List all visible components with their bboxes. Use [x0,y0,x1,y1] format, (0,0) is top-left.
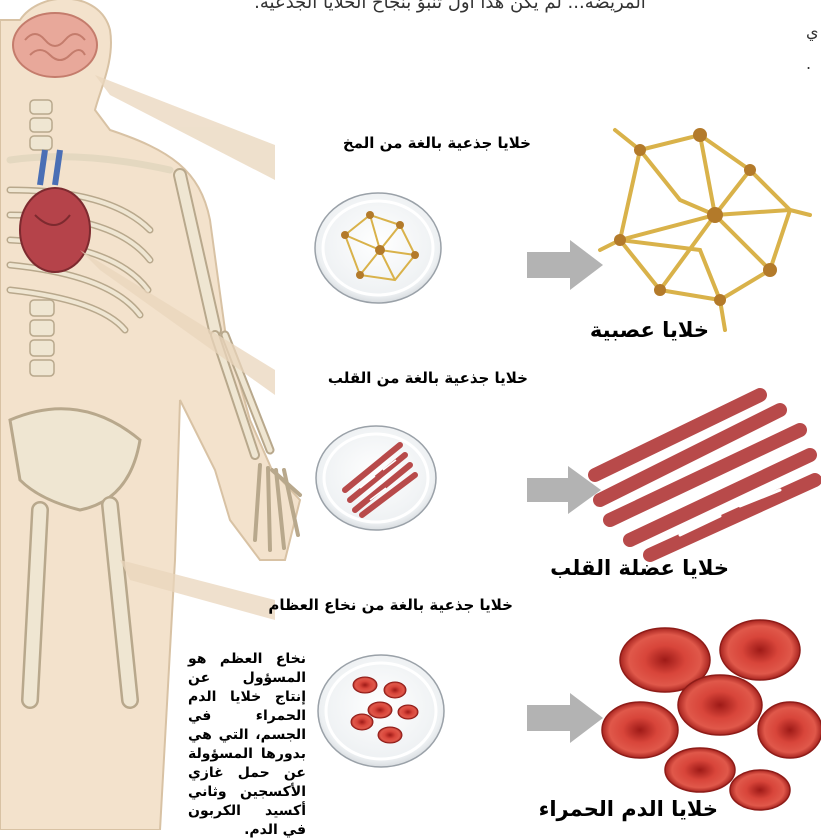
petri-dish-heart [316,426,436,530]
petri-dish-bone-marrow [318,655,444,767]
result-label-red-blood-cells: خلايا الدم الحمراء [539,797,718,821]
neuron-network [600,128,810,330]
heart-muscle-fibres [595,395,815,555]
process-arrows [527,240,603,743]
edge-text-top: ي [806,22,819,41]
arrow-icon [527,693,603,743]
source-label-bone-marrow: خلايا جذعية بالغة من نخاع العظام [268,596,513,614]
red-blood-cells [602,620,821,810]
result-label-heart-muscle: خلايا عضلة القلب [550,556,729,580]
arrow-icon [527,240,603,290]
bone-marrow-description: نخاع العظم هو المسؤول عن إنتاج خلايا الد… [188,650,306,840]
petri-dish-brain [315,193,441,303]
top-caption: المريضة... لم يكن هذا أول تنبؤ بنجاح الخ… [150,0,750,13]
source-label-heart: خلايا جذعية بالغة من القلب [328,369,528,387]
source-label-brain: خلايا جذعية بالغة من المخ [343,134,531,152]
result-label-neurons: خلايا عصبية [590,318,709,342]
edge-text-bottom: . [806,54,811,73]
